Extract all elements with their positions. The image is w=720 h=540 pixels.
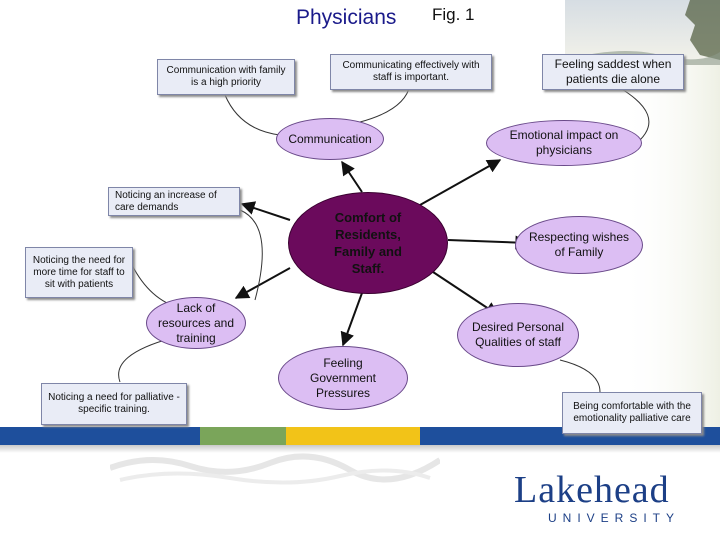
- arrow-to-emotional: [419, 159, 502, 206]
- theme-desired-qualities: Desired Personal Qualities of staff: [457, 303, 579, 367]
- curve-staff-effective: [359, 84, 411, 123]
- curve-comfortable: [559, 359, 601, 393]
- theme-emotional-impact: Emotional impact on physicians: [486, 120, 642, 166]
- arrow-to-care-demands: [240, 201, 291, 221]
- stripe-green: [200, 427, 286, 445]
- center-comfort: Comfort of Residents, Family and Staff.: [288, 192, 448, 294]
- curve-care-demands: [239, 209, 263, 301]
- figure-label: Fig. 1: [432, 5, 475, 24]
- theme-respecting-wishes: Respecting wishes of Family: [515, 216, 643, 274]
- arrow-to-resources: [234, 267, 291, 299]
- theme-lack-resources: Lack of resources and training: [146, 297, 246, 349]
- note-more-time: Noticing the need for more time for staf…: [25, 247, 133, 298]
- note-care-demands: Noticing an increase of care demands: [108, 187, 240, 216]
- theme-government-pressures: Feeling Government Pressures: [278, 346, 408, 410]
- stripe-yellow: [286, 427, 420, 445]
- lakehead-logo: Lakehead: [514, 469, 670, 511]
- curve-saddest: [619, 87, 650, 141]
- curve-family-priority: [224, 94, 281, 136]
- note-saddest: Feeling saddest when patients die alone: [542, 54, 684, 90]
- stripe-blue-left: [0, 427, 200, 445]
- stripe-shadow: [0, 445, 720, 453]
- decorative-texture: [110, 453, 440, 485]
- theme-communication: Communication: [276, 118, 384, 160]
- note-staff-effective: Communicating effectively with staff is …: [330, 54, 492, 90]
- arrow-to-respecting: [447, 235, 530, 250]
- note-palliative-training: Noticing a need for palliative -specific…: [41, 383, 187, 425]
- note-comfortable: Being comfortable with the emotionality …: [562, 392, 702, 434]
- note-family-priority: Communication with family is a high prio…: [157, 59, 295, 95]
- tree-silhouette: [685, 0, 720, 60]
- arrow-to-government: [340, 292, 363, 347]
- arrow-to-communication: [341, 160, 363, 193]
- university-wordmark: UNIVERSITY: [548, 511, 681, 525]
- diagram-title: Physicians: [296, 6, 397, 29]
